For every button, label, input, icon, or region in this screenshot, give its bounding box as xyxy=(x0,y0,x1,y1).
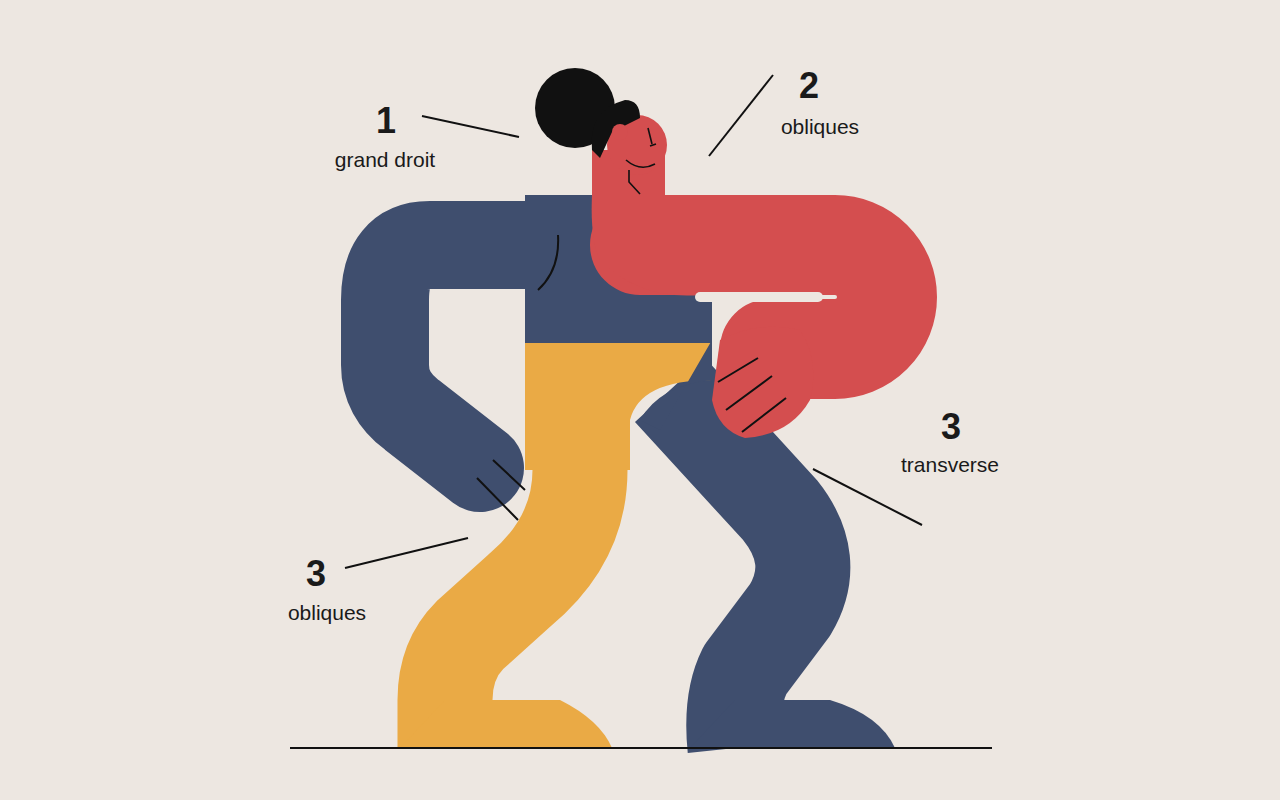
leader-line xyxy=(345,538,468,568)
muscle-label: transverse xyxy=(901,453,999,476)
navy-leg xyxy=(670,390,803,748)
muscle-label: obliques xyxy=(288,601,366,624)
leader-line xyxy=(709,75,773,156)
hip-shade xyxy=(640,340,712,430)
callout-number: 3 xyxy=(306,554,326,594)
neck-line xyxy=(629,170,640,194)
callout-number: 1 xyxy=(376,101,396,141)
hair xyxy=(592,100,640,158)
callout-number: 3 xyxy=(941,407,961,447)
navy-foot xyxy=(690,700,895,748)
navy-arm xyxy=(385,245,545,468)
torso xyxy=(525,195,712,343)
arm-gap xyxy=(700,292,818,302)
red-shoulder xyxy=(592,195,700,296)
leader-line xyxy=(813,469,922,525)
ground-line xyxy=(290,747,992,749)
callout-number: 2 xyxy=(799,66,819,106)
finger-lines xyxy=(477,460,525,520)
chest-line xyxy=(538,235,558,290)
finger-lines xyxy=(718,358,786,432)
muscle-label: grand droit xyxy=(335,148,435,171)
ear xyxy=(612,124,628,140)
muscle-label: obliques xyxy=(781,115,859,138)
hips xyxy=(525,340,712,470)
yellow-foot xyxy=(400,700,612,748)
jaw-line xyxy=(626,160,655,167)
leader-line xyxy=(422,116,519,137)
red-hand xyxy=(712,327,813,438)
face-features xyxy=(648,128,656,146)
